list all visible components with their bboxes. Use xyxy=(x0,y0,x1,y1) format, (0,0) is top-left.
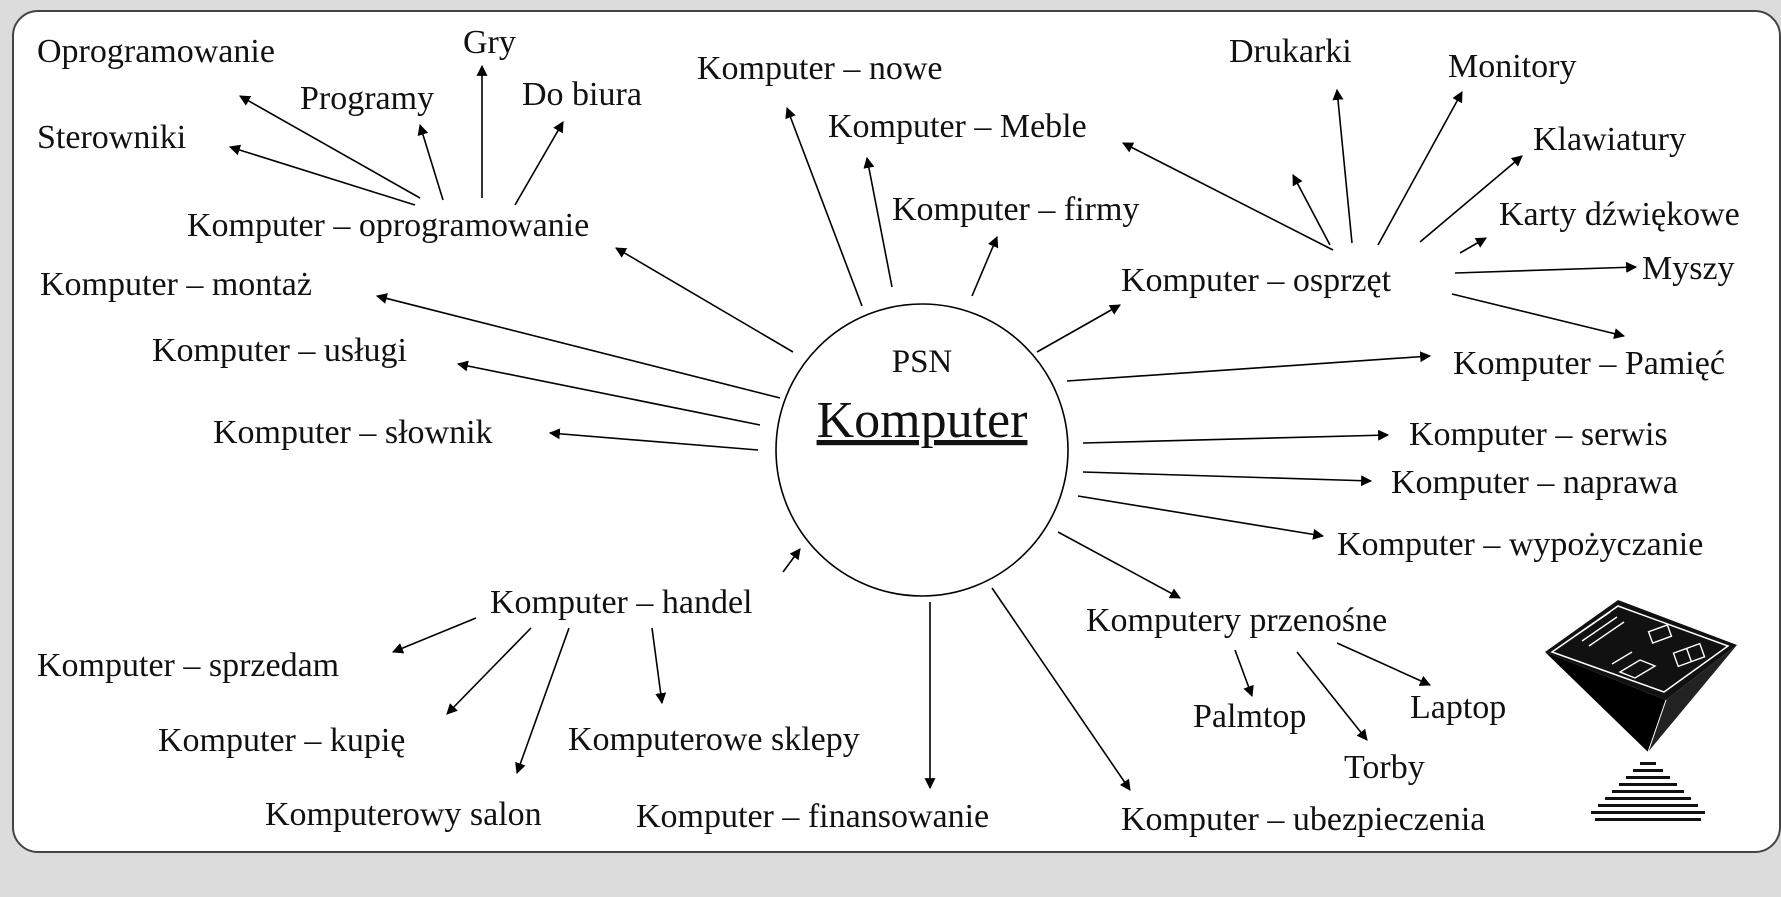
label-komp-naprawa: Komputer – naprawa xyxy=(1391,464,1678,501)
edge-karty xyxy=(1459,237,1487,254)
label-gry: Gry xyxy=(463,24,516,61)
label-monitory: Monitory xyxy=(1448,48,1576,85)
edge-oprogramowanie-sub xyxy=(239,95,421,199)
label-komp-firmy: Komputer – firmy xyxy=(892,191,1139,228)
edge-klawiatury xyxy=(1419,155,1523,243)
label-oprogramowanie: Oprogramowanie xyxy=(37,33,275,70)
center-top-label: PSN xyxy=(892,344,953,380)
label-torby: Torby xyxy=(1344,749,1425,786)
edge-monitory xyxy=(1377,91,1463,246)
edge-osprzet-small xyxy=(1292,174,1331,246)
edge-sklepy xyxy=(651,627,667,705)
label-do-biura: Do biura xyxy=(522,76,642,113)
label-komp-uslugi: Komputer – usługi xyxy=(152,332,407,369)
label-programy: Programy xyxy=(300,80,434,117)
label-drukarki: Drukarki xyxy=(1229,33,1352,70)
edge-oprogramowanie xyxy=(615,247,794,353)
label-karty: Karty dźwiękowe xyxy=(1499,196,1740,233)
edge-programy xyxy=(417,123,444,201)
label-komp-osprzet: Komputer – osprzęt xyxy=(1121,262,1392,299)
center-circle xyxy=(775,303,1069,597)
house-on-pyramid-icon xyxy=(1545,600,1737,821)
edge-handel xyxy=(782,548,801,573)
label-komp-salon: Komputerowy salon xyxy=(265,796,542,833)
edge-torby xyxy=(1296,651,1368,741)
edge-do-biura xyxy=(514,121,564,206)
label-komp-ubezpieczenia: Komputer – ubezpieczenia xyxy=(1121,801,1485,838)
edge-ubezpieczenia xyxy=(991,587,1131,791)
edge-firmy xyxy=(971,235,999,297)
edge-pamiec-sub xyxy=(1451,293,1626,339)
edge-naprawa xyxy=(1082,471,1373,487)
edge-sprzedam xyxy=(391,617,477,654)
edge-slownik xyxy=(548,428,759,451)
label-komp-serwis: Komputer – serwis xyxy=(1409,416,1668,453)
label-klawiatury: Klawiatury xyxy=(1533,121,1686,158)
edge-meble-from-osprzet xyxy=(1122,142,1334,251)
label-komp-nowe: Komputer – nowe xyxy=(697,50,943,87)
edge-wypozyczanie xyxy=(1077,495,1325,540)
label-komp-wypozyczanie: Komputer – wypożyczanie xyxy=(1337,526,1703,563)
edge-nowe xyxy=(785,106,863,307)
edge-drukarki xyxy=(1332,88,1353,244)
label-sterowniki: Sterowniki xyxy=(37,119,186,156)
edge-montaz xyxy=(375,293,781,399)
label-palmtop: Palmtop xyxy=(1193,698,1306,735)
label-komp-przenosne: Komputery przenośne xyxy=(1086,602,1387,639)
label-komp-slownik: Komputer – słownik xyxy=(213,414,493,451)
label-komp-sklepy: Komputerowe sklepy xyxy=(568,721,860,758)
label-komp-sprzedam: Komputer – sprzedam xyxy=(37,647,339,684)
label-komp-montaz: Komputer – montaż xyxy=(40,266,312,303)
label-laptop: Laptop xyxy=(1410,689,1506,726)
label-myszy: Myszy xyxy=(1642,250,1735,287)
edges xyxy=(228,64,1638,791)
edge-uslugi xyxy=(456,360,761,426)
edge-przenosne xyxy=(1057,531,1181,599)
edge-kupie xyxy=(446,627,532,715)
label-komp-meble: Komputer – Meble xyxy=(828,108,1087,145)
edge-laptop xyxy=(1336,642,1432,686)
edge-palmtop xyxy=(1234,649,1254,698)
edge-osprzet xyxy=(1036,304,1121,353)
label-komp-oprogramowanie: Komputer – oprogramowanie xyxy=(187,207,589,244)
label-komp-kupie: Komputer – kupię xyxy=(158,722,405,759)
edge-sterowniki xyxy=(228,144,416,206)
labels: Oprogramowanie Gry Programy Do biura Ste… xyxy=(37,24,1740,838)
edge-salon xyxy=(515,627,570,775)
label-komp-handel: Komputer – handel xyxy=(490,584,753,621)
edge-meble xyxy=(863,156,893,288)
label-komp-pamiec: Komputer – Pamięć xyxy=(1453,345,1725,382)
edge-pamiec xyxy=(1066,351,1432,382)
edge-myszy xyxy=(1454,261,1638,274)
edge-serwis xyxy=(1082,429,1390,444)
center-main-label: Komputer xyxy=(817,392,1028,449)
label-komp-finansowanie: Komputer – finansowanie xyxy=(636,798,989,835)
